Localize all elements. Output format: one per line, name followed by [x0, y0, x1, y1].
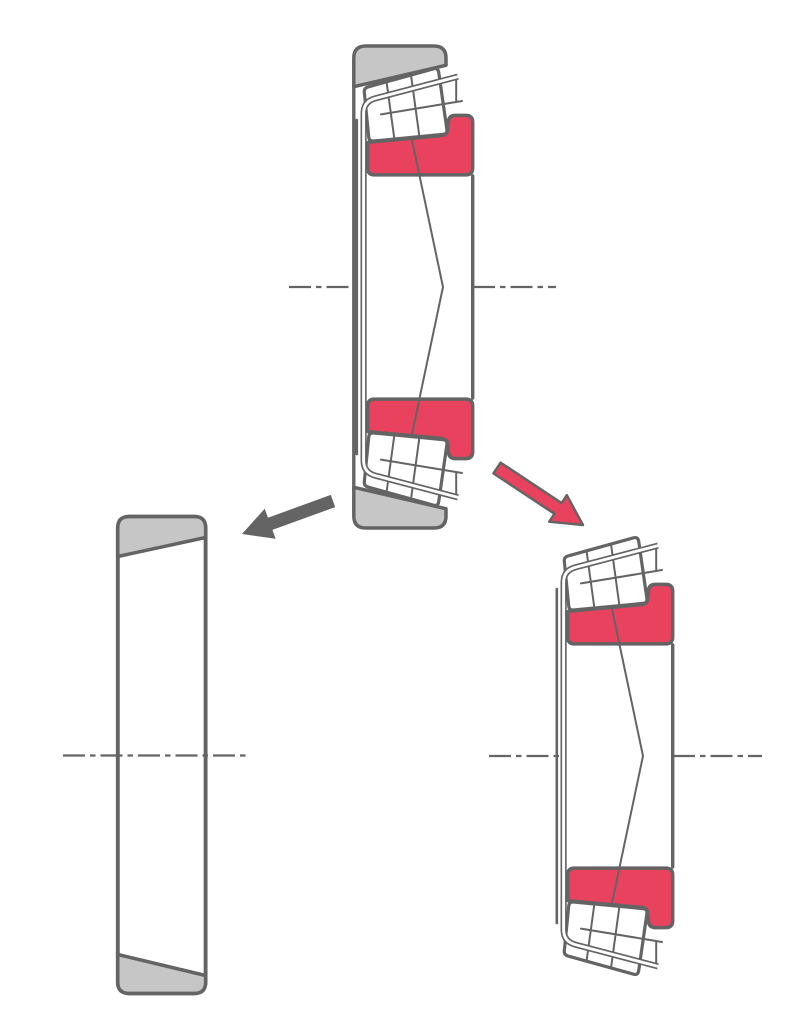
- cone-assembly-in-bearing: [357, 69, 473, 506]
- inner-assembly: [557, 538, 673, 975]
- outer-ring-cup: [115, 514, 208, 996]
- arrow-to-inner-assembly: [492, 461, 585, 527]
- cup-section-top: [352, 44, 448, 89]
- cup-section-bottom: [352, 485, 448, 530]
- cup-section-bottom: [116, 952, 208, 996]
- cup-section-top: [116, 514, 208, 559]
- complete-bearing: [352, 44, 473, 530]
- arrow-to-cup: [242, 494, 336, 539]
